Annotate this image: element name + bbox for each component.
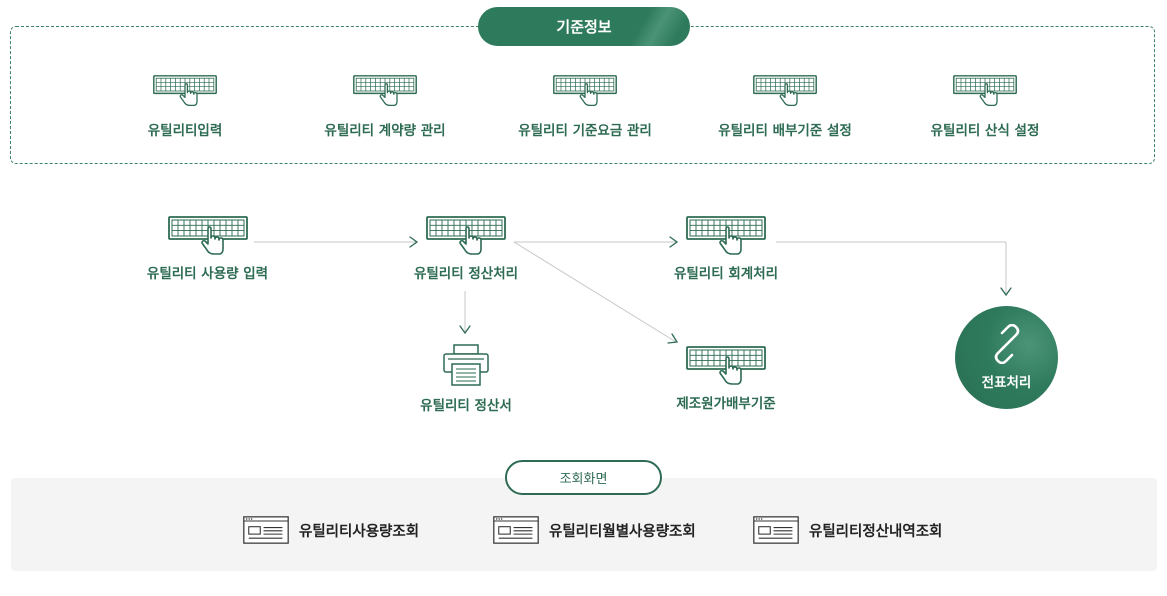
arrow-down-icon (1000, 287, 1012, 297)
top-item-base-rate[interactable]: 유틸리티 기준요금 관리 (505, 72, 665, 139)
screen-window-icon (753, 514, 799, 546)
inquiry-usage[interactable]: 유틸리티사용량조회 (243, 514, 419, 546)
flow-settlement[interactable]: 유틸리티 정산처리 (390, 214, 542, 282)
voucher-label: 전표처리 (981, 375, 1032, 391)
flow-statement-label: 유틸리티 정산서 (420, 398, 512, 414)
top-item-label: 유틸리티 계약량 관리 (324, 123, 446, 139)
top-item-contract-amount[interactable]: 유틸리티 계약량 관리 (305, 72, 465, 139)
flow-cost-allocation[interactable]: 제조원가배부기준 (650, 344, 802, 412)
inquiry-title: 조회화면 (505, 460, 662, 495)
flow-cost-allocation-label: 제조원가배부기준 (676, 396, 776, 412)
top-item-label: 유틸리티 기준요금 관리 (518, 123, 652, 139)
reference-info-title: 기준정보 (478, 7, 690, 46)
flow-statement[interactable]: 유틸리티 정산서 (390, 344, 542, 414)
keyboard-hand-icon (953, 72, 1017, 110)
flow-usage-input-label: 유틸리티 사용량 입력 (146, 266, 269, 282)
inquiry-usage-label: 유틸리티사용량조회 (299, 523, 420, 540)
voucher-processing[interactable]: 전표처리 (955, 306, 1058, 409)
inquiry-monthly-usage-label: 유틸리티월별사용량조회 (549, 523, 696, 540)
flow-usage-input[interactable]: 유틸리티 사용량 입력 (130, 214, 285, 282)
top-item-formula[interactable]: 유틸리티 산식 설정 (905, 72, 1065, 139)
keyboard-hand-icon (686, 344, 766, 388)
inquiry-monthly-usage[interactable]: 유틸리티월별사용량조회 (493, 514, 696, 546)
screen-window-icon (243, 514, 289, 546)
flow-settlement-label: 유틸리티 정산처리 (413, 266, 519, 282)
inquiry-settlement-history-label: 유틸리티정산내역조회 (809, 523, 943, 540)
arrow-down-icon (459, 325, 471, 335)
top-item-utility-input[interactable]: 유틸리티입력 (125, 72, 245, 139)
keyboard-hand-icon (426, 214, 506, 258)
keyboard-hand-icon (168, 214, 248, 258)
inquiry-settlement-history[interactable]: 유틸리티정산내역조회 (753, 514, 942, 546)
link-icon (994, 324, 1020, 364)
keyboard-hand-icon (753, 72, 817, 110)
top-item-allocation-basis[interactable]: 유틸리티 배부기준 설정 (705, 72, 865, 139)
top-item-label: 유틸리티 산식 설정 (930, 123, 1040, 139)
keyboard-hand-icon (353, 72, 417, 110)
keyboard-hand-icon (553, 72, 617, 110)
top-item-label: 유틸리티입력 (147, 123, 223, 139)
top-item-label: 유틸리티 배부기준 설정 (718, 123, 852, 139)
arrow-diagonal-icon (667, 333, 679, 344)
printer-icon (443, 344, 489, 386)
keyboard-hand-icon (686, 214, 766, 258)
screen-window-icon (493, 514, 539, 546)
flow-accounting-label: 유틸리티 회계처리 (673, 266, 779, 282)
flow-accounting[interactable]: 유틸리티 회계처리 (650, 214, 802, 282)
keyboard-hand-icon (153, 72, 217, 110)
